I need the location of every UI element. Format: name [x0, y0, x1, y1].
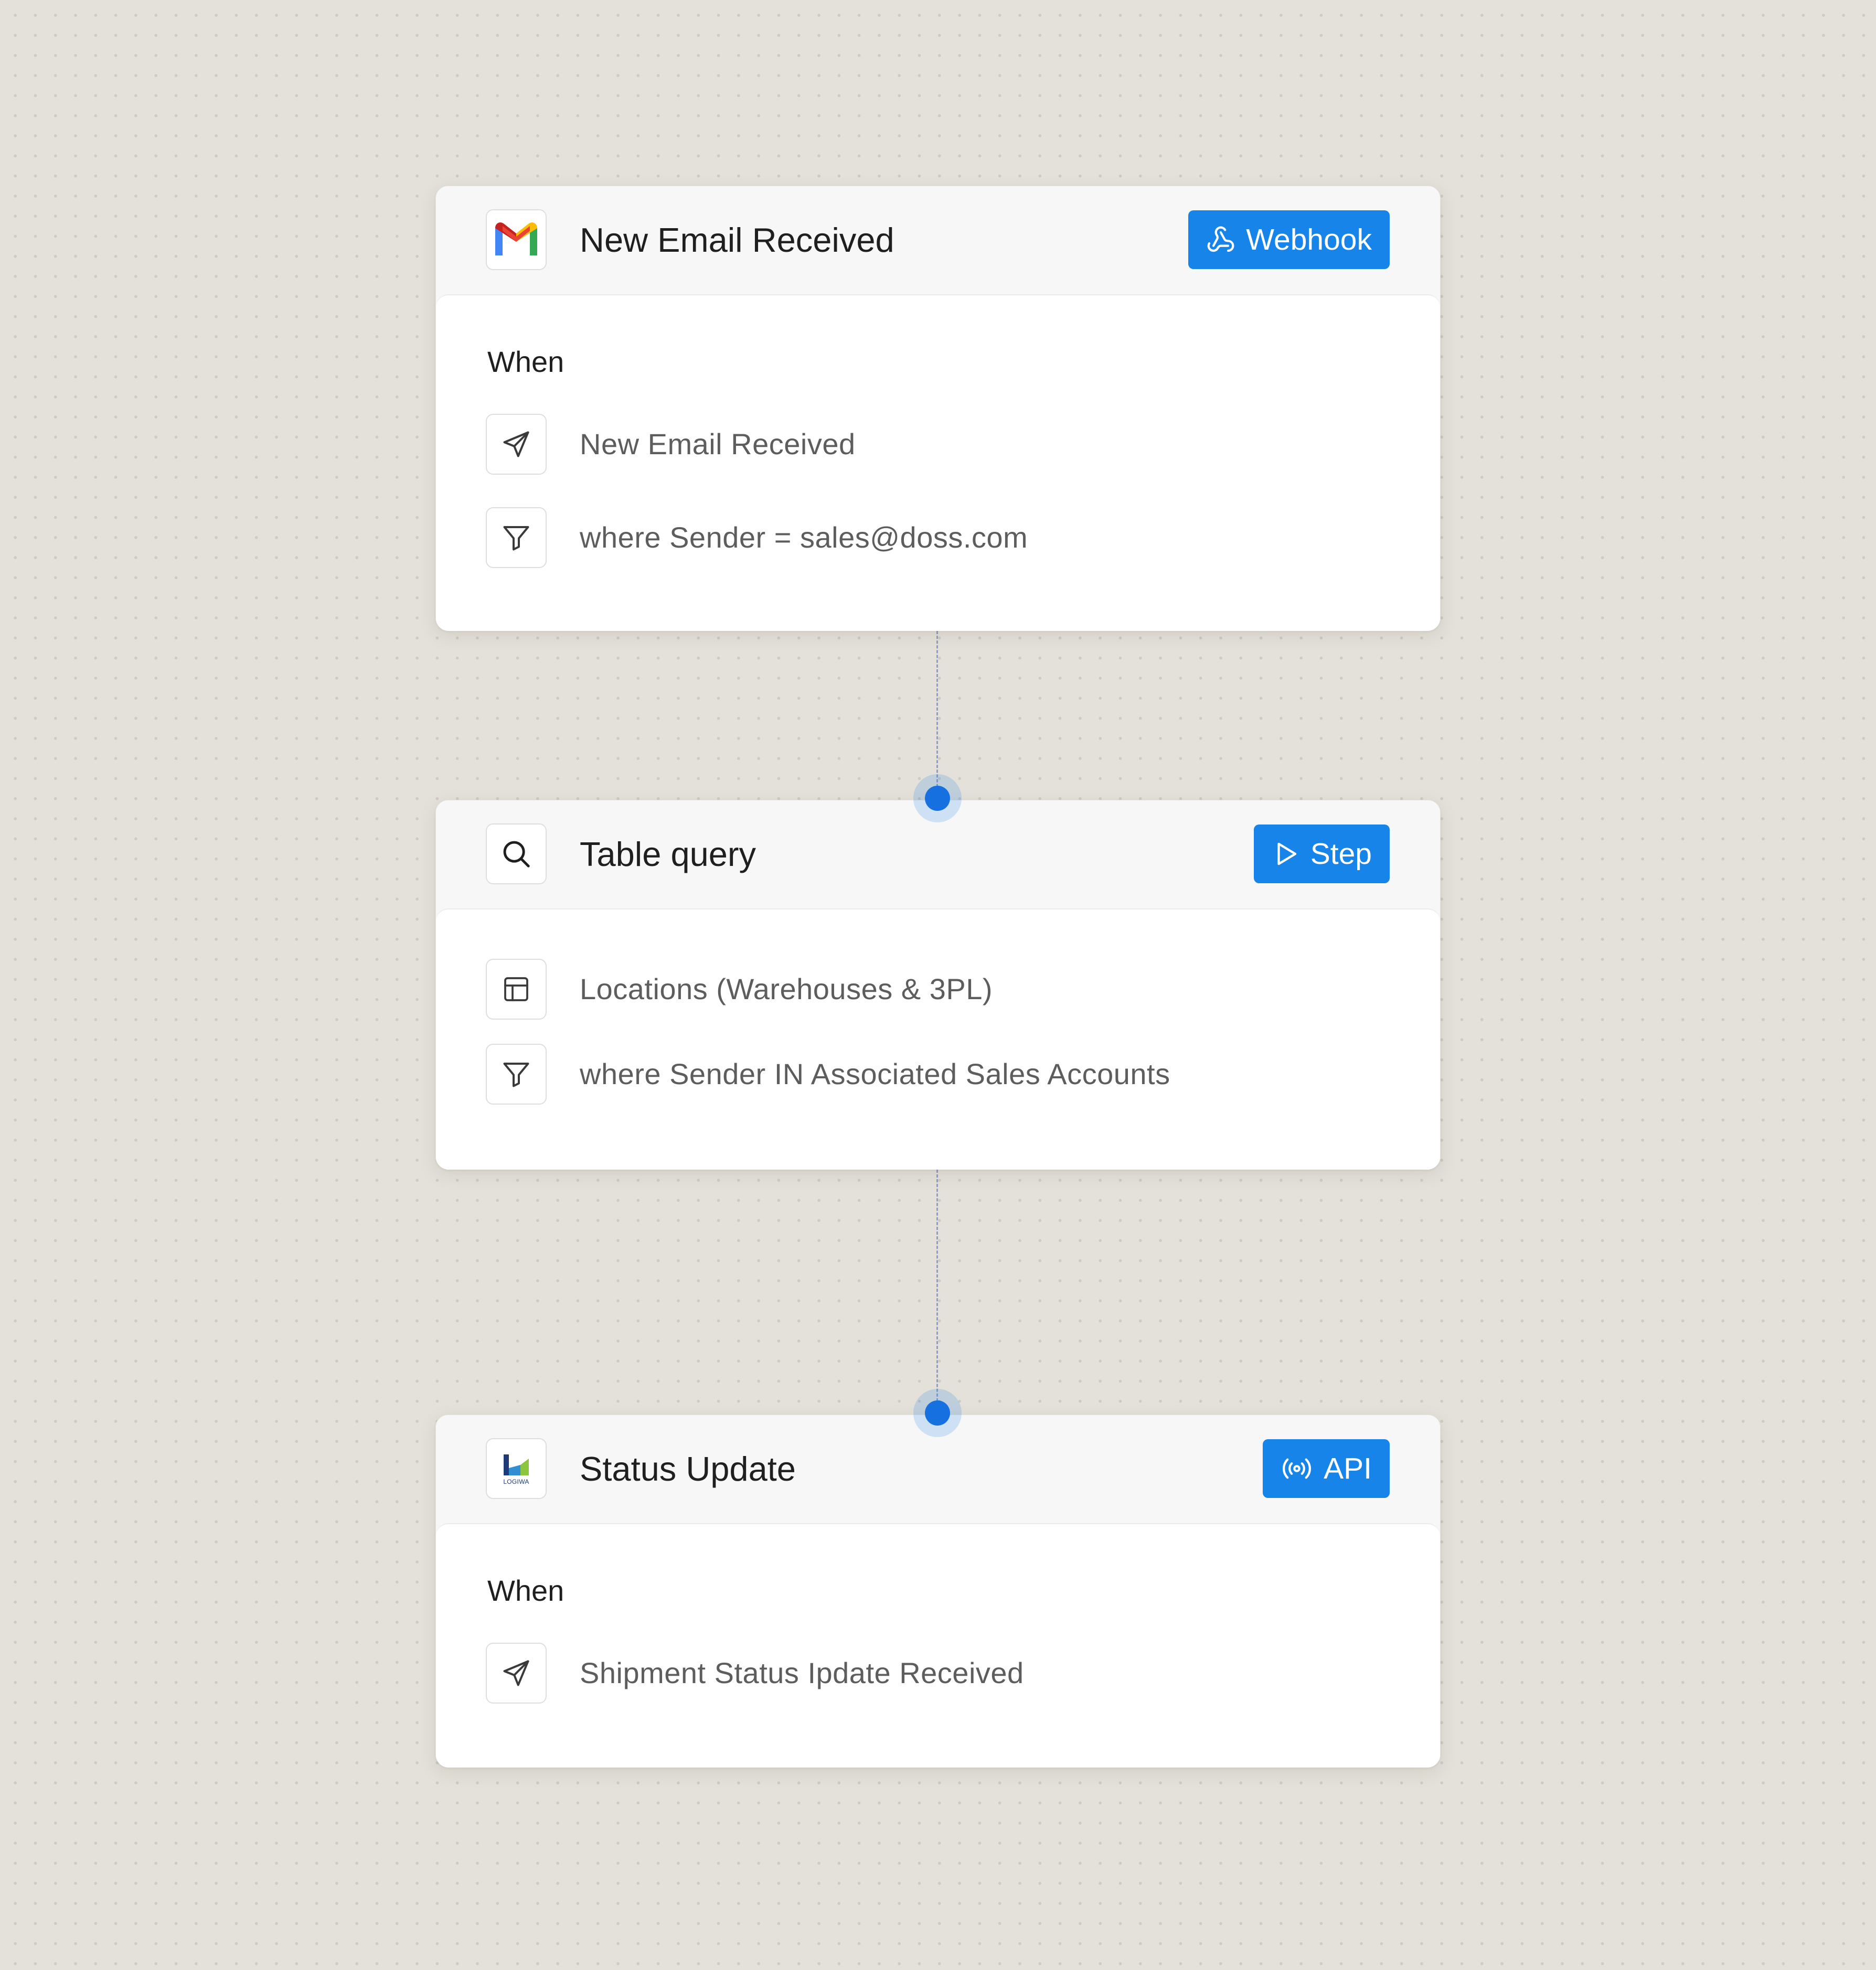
api-label: API — [1324, 1452, 1372, 1485]
table-row[interactable]: Locations (Warehouses & 3PL) — [486, 959, 1419, 1020]
when-label: When — [487, 345, 564, 378]
webhook-button[interactable]: Webhook — [1188, 210, 1390, 269]
connector-line-1 — [936, 631, 938, 797]
condition-text: Shipment Status Ipdate Received — [580, 1656, 1024, 1689]
card-header: Table query Step — [436, 800, 1440, 908]
search-icon — [486, 823, 547, 884]
filter-icon — [486, 507, 547, 568]
card-title: Status Update — [580, 1450, 796, 1488]
trigger-card-new-email[interactable]: New Email Received Webhook When New Emai… — [435, 186, 1441, 631]
card-title: Table query — [580, 835, 756, 873]
step-card-table-query[interactable]: Table query Step Locations (Warehouses &… — [435, 800, 1441, 1170]
connector-line-2 — [936, 1170, 938, 1411]
card-body: Locations (Warehouses & 3PL) where Sende… — [436, 908, 1440, 1170]
when-label: When — [487, 1574, 564, 1607]
card-body: When Shipment Status Ipdate Received — [436, 1523, 1440, 1768]
card-header: LOGIWA Status Update API — [436, 1415, 1440, 1523]
condition-row[interactable]: Shipment Status Ipdate Received — [486, 1643, 1419, 1704]
filter-text: where Sender IN Associated Sales Account… — [580, 1057, 1170, 1090]
step-button[interactable]: Step — [1253, 825, 1390, 883]
filter-text: where Sender = sales@doss.com — [580, 521, 1028, 554]
send-icon — [486, 414, 547, 475]
condition-text: New Email Received — [580, 427, 856, 461]
filter-row[interactable]: where Sender = sales@doss.com — [486, 507, 1419, 568]
webhook-icon — [1206, 225, 1235, 254]
gmail-logo-icon — [486, 209, 547, 270]
filter-icon — [486, 1044, 547, 1105]
connector-node-dot — [925, 786, 950, 811]
logiwa-logo-text: LOGIWA — [503, 1478, 529, 1485]
connector-node-dot — [925, 1400, 950, 1426]
play-icon — [1272, 839, 1300, 869]
connector-node-2[interactable] — [913, 1389, 962, 1437]
card-header: New Email Received Webhook — [436, 186, 1440, 294]
condition-row[interactable]: New Email Received — [486, 414, 1419, 475]
card-title: New Email Received — [580, 221, 894, 259]
filter-row[interactable]: where Sender IN Associated Sales Account… — [486, 1044, 1419, 1105]
connector-node-1[interactable] — [913, 774, 962, 822]
action-card-status-update[interactable]: LOGIWA Status Update API When — [435, 1415, 1441, 1768]
broadcast-icon — [1281, 1454, 1313, 1483]
card-body: When New Email Received where Sender = s… — [436, 294, 1440, 631]
table-icon — [486, 959, 547, 1020]
logiwa-logo-icon: LOGIWA — [486, 1438, 547, 1499]
webhook-label: Webhook — [1246, 223, 1372, 256]
table-text: Locations (Warehouses & 3PL) — [580, 972, 993, 1005]
api-button[interactable]: API — [1263, 1439, 1390, 1498]
send-icon — [486, 1643, 547, 1704]
step-label: Step — [1310, 837, 1372, 871]
